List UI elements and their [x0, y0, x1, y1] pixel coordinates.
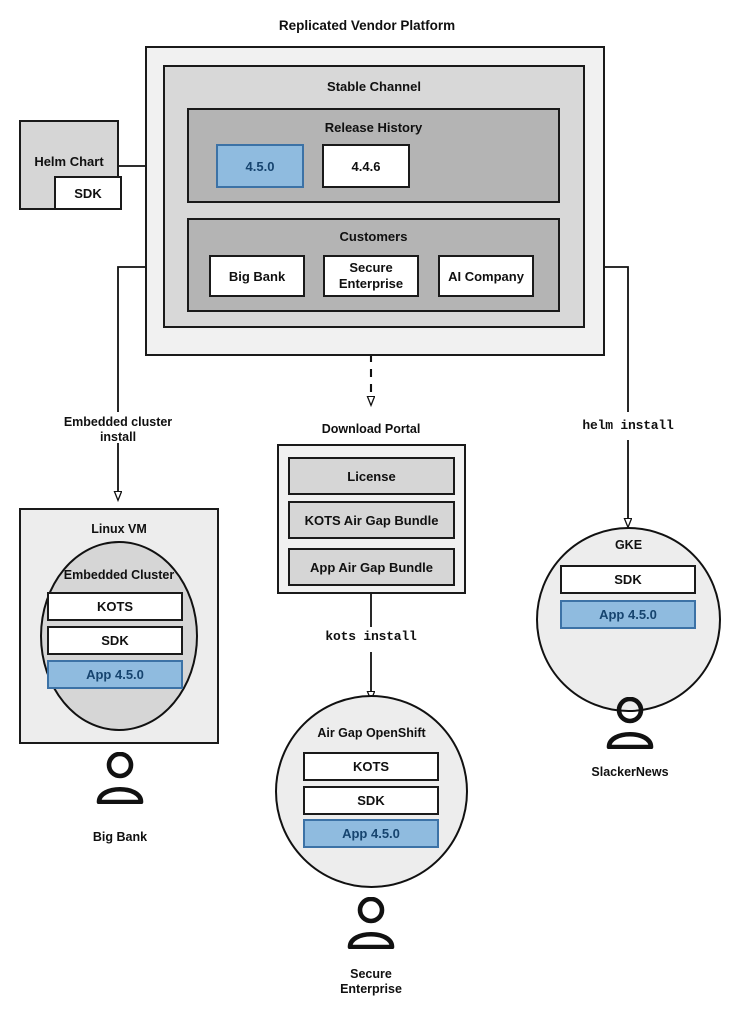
component-label: App 4.5.0 [599, 607, 657, 622]
customer-name-big-bank: Big Bank [92, 830, 148, 844]
linux-vm-component-sdk[interactable]: SDK [47, 626, 183, 655]
customer-big-bank[interactable]: Big Bank [209, 255, 305, 297]
linux-vm-title: Linux VM [91, 522, 147, 536]
download-portal-title: Download Portal [321, 422, 421, 436]
artifact-label: App Air Gap Bundle [309, 559, 434, 575]
customer-label: Secure Enterprise [338, 260, 404, 291]
avatar-big-bank [96, 752, 144, 804]
avatar-slackernews [606, 697, 654, 749]
artifact-label: License [347, 468, 396, 484]
artifact-label: KOTS Air Gap Bundle [304, 512, 439, 528]
openshift-component-app[interactable]: App 4.5.0 [303, 819, 439, 848]
gke-title: GKE [614, 538, 643, 552]
component-label: App 4.5.0 [86, 667, 144, 682]
customer-label: Big Bank [228, 268, 286, 284]
page-title: Replicated Vendor Platform [278, 18, 456, 33]
release-item-4-5-0[interactable]: 4.5.0 [216, 144, 304, 188]
customer-ai-company[interactable]: AI Company [438, 255, 534, 297]
helm-chart-sdk-label: SDK [74, 185, 102, 201]
release-version-label: 4.5.0 [245, 158, 275, 174]
gke-component-app[interactable]: App 4.5.0 [560, 600, 696, 629]
customer-name-secure-enterprise: Secure Enterprise [340, 967, 402, 996]
edge-label-kots-install: kots install [325, 629, 417, 644]
stable-channel-title: Stable Channel [327, 79, 421, 94]
customer-name-slackernews: SlackerNews [591, 765, 669, 779]
openshift-component-sdk[interactable]: SDK [303, 786, 439, 815]
edge-label-embedded-cluster-install: Embedded cluster install [63, 415, 173, 444]
linux-vm-component-kots[interactable]: KOTS [47, 592, 183, 621]
edge-label-helm-install: helm install [582, 418, 674, 433]
linux-vm-component-app[interactable]: App 4.5.0 [47, 660, 183, 689]
air-gap-openshift-title: Air Gap OpenShift [317, 726, 426, 740]
download-portal-artifact-license[interactable]: License [288, 457, 455, 495]
customers-title: Customers [339, 229, 408, 244]
download-portal-artifact-kots-air-gap-bundle[interactable]: KOTS Air Gap Bundle [288, 501, 455, 539]
helm-chart-box[interactable]: Helm Chart [19, 120, 119, 210]
customer-label: AI Company [448, 268, 524, 284]
avatar-secure-enterprise [347, 897, 395, 949]
release-item-4-4-6[interactable]: 4.4.6 [322, 144, 410, 188]
gke-component-sdk[interactable]: SDK [560, 565, 696, 594]
download-portal-artifact-app-air-gap-bundle[interactable]: App Air Gap Bundle [288, 548, 455, 586]
component-label: KOTS [96, 599, 134, 614]
component-label: KOTS [352, 759, 390, 774]
component-label: SDK [614, 572, 642, 587]
component-label: App 4.5.0 [342, 826, 400, 841]
release-history-title: Release History [324, 120, 423, 135]
helm-chart-sdk-box[interactable]: SDK [54, 176, 122, 210]
component-label: SDK [357, 793, 385, 808]
component-label: SDK [101, 633, 129, 648]
customer-secure-enterprise[interactable]: Secure Enterprise [323, 255, 419, 297]
release-version-label: 4.4.6 [351, 158, 381, 174]
helm-chart-label: Helm Chart [34, 154, 104, 169]
openshift-component-kots[interactable]: KOTS [303, 752, 439, 781]
embedded-cluster-title: Embedded Cluster [63, 568, 175, 582]
